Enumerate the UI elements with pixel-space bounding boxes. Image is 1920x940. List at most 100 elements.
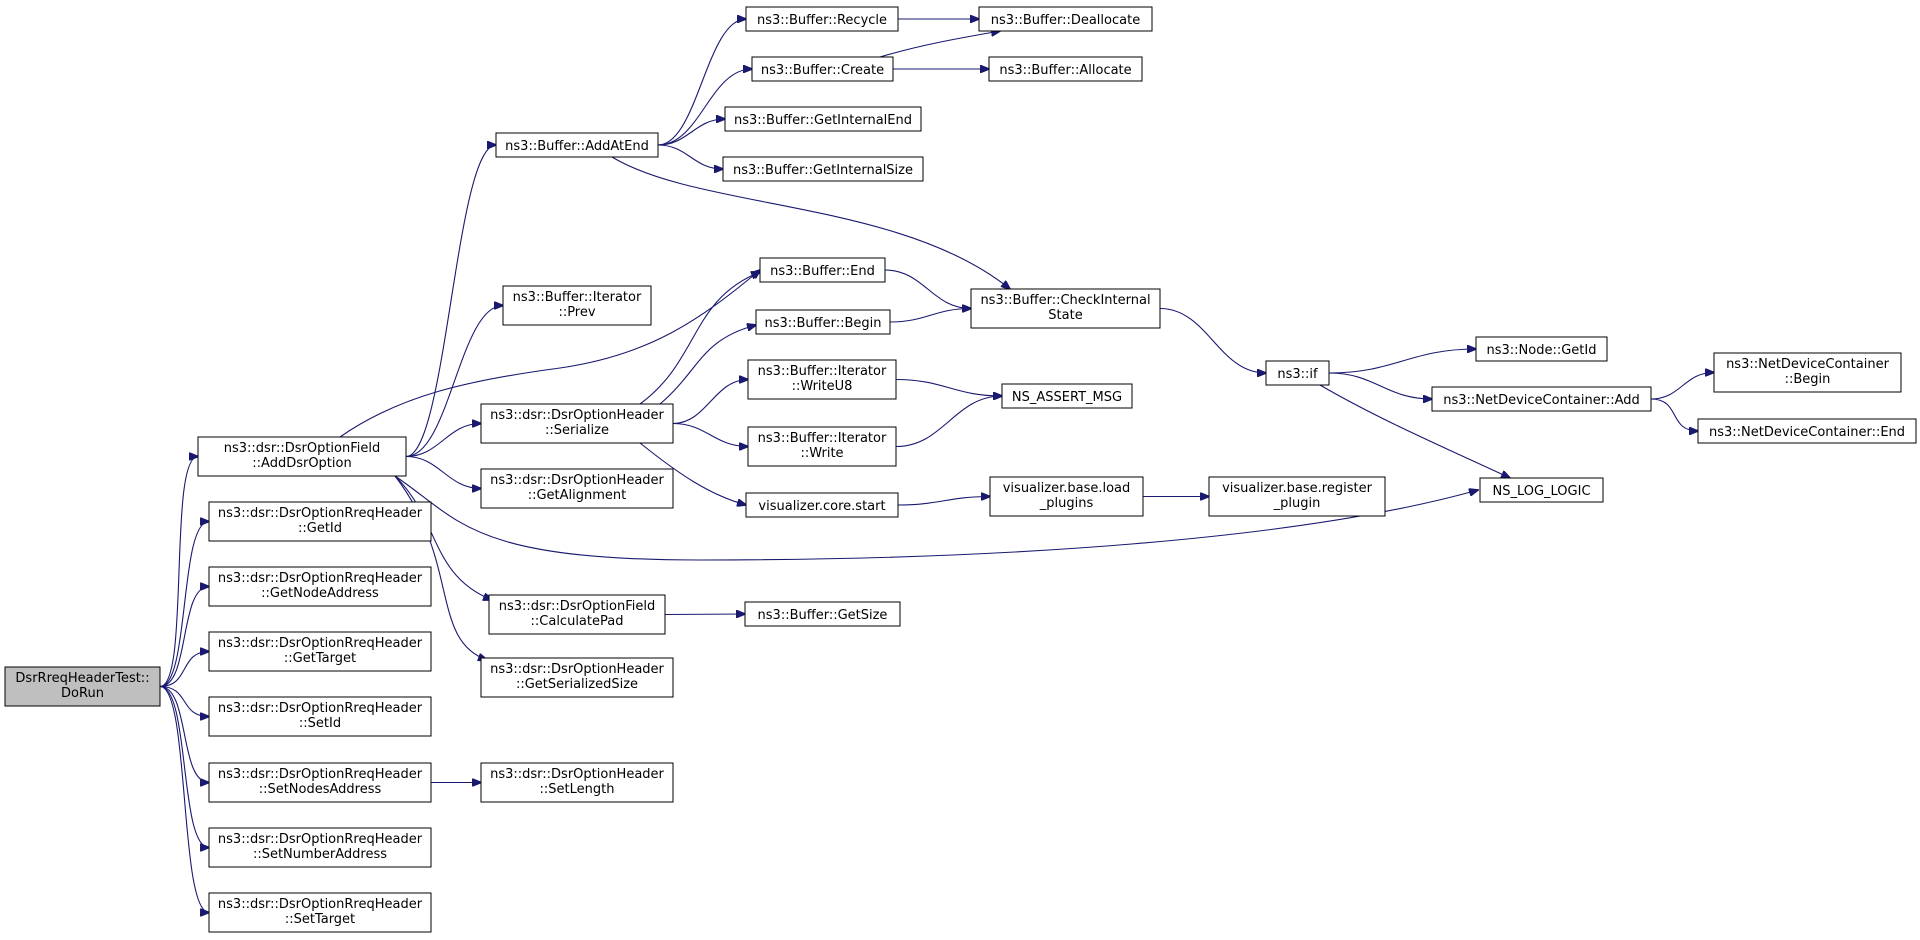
edge-checkinternal-to-ns3-if: [1159, 307, 1266, 374]
node-register-plugin[interactable]: visualizer.base.register_plugin: [1208, 476, 1386, 517]
node-core-start[interactable]: visualizer.core.start: [745, 492, 899, 518]
node-box: [978, 6, 1153, 32]
node-box: [208, 696, 432, 737]
node-recycle[interactable]: ns3::Buffer::Recycle: [745, 6, 899, 32]
node-getserializedsize[interactable]: ns3::dsr::DsrOptionHeader::GetSerialized…: [480, 657, 674, 698]
node-gettarget[interactable]: ns3::dsr::DsrOptionRreqHeader::GetTarget: [208, 631, 432, 672]
node-box: [197, 436, 407, 477]
node-label: ns3::dsr::DsrOptionHeader: [490, 662, 664, 677]
node-box: [488, 594, 666, 635]
node-box: [744, 601, 901, 627]
node-ndc-begin[interactable]: ns3::NetDeviceContainer::Begin: [1713, 352, 1902, 393]
edge-ns3-if-to-ndc-add: [1328, 372, 1432, 399]
node-allocate[interactable]: ns3::Buffer::Allocate: [988, 56, 1143, 82]
node-addatend[interactable]: ns3::Buffer::AddAtEnd: [495, 132, 659, 158]
node-label: ns3::Buffer::GetSize: [758, 608, 888, 623]
node-label: NS_LOG_LOGIC: [1492, 484, 1590, 499]
call-edges: [159, 19, 1714, 913]
node-label: ::Write: [800, 446, 843, 461]
edge-dorun-to-settarget: [159, 685, 209, 913]
edge-serialize-to-begin: [659, 325, 756, 405]
node-write[interactable]: ns3::Buffer::Iterator::Write: [747, 426, 897, 467]
node-label: ns3::Buffer::AddAtEnd: [505, 139, 649, 154]
node-calculatepad[interactable]: ns3::dsr::DsrOptionField::CalculatePad: [488, 594, 666, 635]
node-setid[interactable]: ns3::dsr::DsrOptionRreqHeader::SetId: [208, 696, 432, 737]
node-label: _plugin: [1273, 496, 1321, 511]
node-box: [208, 827, 432, 868]
node-box: [989, 476, 1144, 517]
node-label: ns3::dsr::DsrOptionRreqHeader: [218, 701, 423, 716]
edge-ns3-if-to-ns-log-logic: [1319, 384, 1510, 478]
node-label: ns3::Buffer::Begin: [764, 316, 881, 331]
node-settarget[interactable]: ns3::dsr::DsrOptionRreqHeader::SetTarget: [208, 892, 432, 933]
edge-dorun-to-getid-rreq: [159, 522, 209, 688]
node-label: ::SetNodesAddress: [259, 782, 382, 797]
node-setnumberaddress[interactable]: ns3::dsr::DsrOptionRreqHeader::SetNumber…: [208, 827, 432, 868]
node-ns-log-logic[interactable]: NS_LOG_LOGIC: [1479, 477, 1604, 503]
node-getsize[interactable]: ns3::Buffer::GetSize: [744, 601, 901, 627]
node-label: ns3::if: [1277, 367, 1318, 382]
edge-addatend-to-getinternalsize: [657, 144, 723, 169]
edge-write-to-ns-assert-msg: [895, 396, 1002, 448]
node-label: ns3::Node::GetId: [1487, 343, 1597, 358]
node-getinternalsize[interactable]: ns3::Buffer::GetInternalSize: [722, 156, 924, 182]
node-setlength[interactable]: ns3::dsr::DsrOptionHeader::SetLength: [480, 762, 674, 803]
edge-dorun-to-setnumberaddress: [159, 685, 209, 848]
edge-dorun-to-setnodesaddress: [159, 685, 209, 783]
node-label: ns3::dsr::DsrOptionField: [224, 441, 380, 456]
node-label: visualizer.base.register: [1222, 481, 1373, 496]
node-box: [208, 762, 432, 803]
node-box: [208, 892, 432, 933]
node-adddsroption[interactable]: ns3::dsr::DsrOptionField::AddDsrOption: [197, 436, 407, 477]
node-getinternalend[interactable]: ns3::Buffer::GetInternalEnd: [724, 106, 922, 132]
edge-writeu8-to-ns-assert-msg: [895, 378, 1002, 397]
node-box: [495, 132, 659, 158]
edge-dorun-to-getnodeaddress: [159, 587, 209, 688]
call-nodes: DsrRreqHeaderTest::DoRunns3::dsr::DsrOpt…: [4, 6, 1917, 933]
node-load-plugins[interactable]: visualizer.base.load_plugins: [989, 476, 1144, 517]
node-label: ns3::Buffer::Create: [761, 63, 884, 78]
node-begin[interactable]: ns3::Buffer::Begin: [755, 309, 891, 335]
node-box: [480, 403, 674, 444]
edge-adddsroption-to-calculatepad: [394, 475, 492, 600]
node-node-getid[interactable]: ns3::Node::GetId: [1475, 336, 1608, 362]
edge-dorun-to-gettarget: [159, 652, 209, 688]
node-label: ns3::Buffer::Iterator: [758, 431, 887, 446]
node-ndc-add[interactable]: ns3::NetDeviceContainer::Add: [1431, 386, 1652, 412]
node-label: ns3::Buffer::Recycle: [757, 13, 887, 28]
edge-serialize-to-core-start: [639, 442, 746, 505]
node-create[interactable]: ns3::Buffer::Create: [751, 56, 894, 82]
node-label: ns3::Buffer::Allocate: [999, 63, 1131, 78]
node-getid-rreq[interactable]: ns3::dsr::DsrOptionRreqHeader::GetId: [208, 501, 432, 542]
edge-addatend-to-create: [657, 69, 752, 146]
node-ns3-if[interactable]: ns3::if: [1265, 360, 1330, 386]
node-setnodesaddress[interactable]: ns3::dsr::DsrOptionRreqHeader::SetNodesA…: [208, 762, 432, 803]
edge-adddsroption-to-addatend: [405, 145, 496, 458]
node-box: [480, 468, 674, 509]
node-box: [1265, 360, 1330, 386]
node-box: [502, 285, 652, 326]
node-label: ns3::Buffer::Deallocate: [991, 13, 1140, 28]
node-dorun[interactable]: DsrRreqHeaderTest::DoRun: [4, 666, 161, 707]
node-end[interactable]: ns3::Buffer::End: [759, 257, 886, 283]
edge-calculatepad-to-getsize: [664, 614, 745, 615]
node-box: [747, 359, 897, 400]
node-serialize[interactable]: ns3::dsr::DsrOptionHeader::Serialize: [480, 403, 674, 444]
node-label: ns3::dsr::DsrOptionHeader: [490, 767, 664, 782]
edge-core-start-to-load-plugins: [897, 497, 990, 506]
edge-serialize-to-end: [639, 272, 760, 405]
node-getalignment[interactable]: ns3::dsr::DsrOptionHeader::GetAlignment: [480, 468, 674, 509]
node-iter-prev[interactable]: ns3::Buffer::Iterator::Prev: [502, 285, 652, 326]
node-ndc-end[interactable]: ns3::NetDeviceContainer::End: [1697, 418, 1917, 444]
node-label: ::GetAlignment: [528, 488, 627, 503]
node-writeu8[interactable]: ns3::Buffer::Iterator::WriteU8: [747, 359, 897, 400]
edge-serialize-to-write: [672, 422, 748, 447]
node-deallocate[interactable]: ns3::Buffer::Deallocate: [978, 6, 1153, 32]
node-ns-assert-msg[interactable]: NS_ASSERT_MSG: [1001, 383, 1133, 409]
edge-addatend-to-checkinternal: [611, 156, 1010, 289]
node-label: ::GetSerializedSize: [516, 677, 638, 692]
edge-addatend-to-recycle: [657, 19, 746, 146]
edge-dorun-to-setid: [159, 685, 209, 717]
node-getnodeaddress[interactable]: ns3::dsr::DsrOptionRreqHeader::GetNodeAd…: [208, 566, 432, 607]
